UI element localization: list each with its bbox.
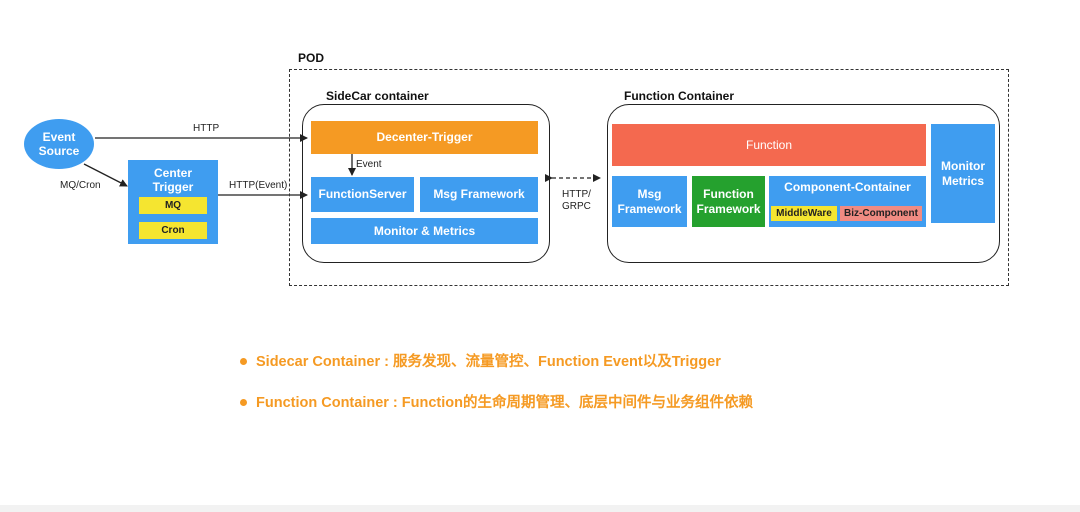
http-grpc-line-2: GRPC	[562, 201, 591, 212]
cron-block: Cron	[139, 222, 207, 239]
pod-box	[289, 69, 1009, 286]
function-monitor-metrics-block: Monitor Metrics	[931, 124, 995, 223]
bullet-item-function: Function Container : Function的生命周期管理、底层中…	[238, 393, 753, 413]
component-container-block: Component-Container MiddleWare Biz-Compo…	[769, 176, 926, 227]
function-container-box	[607, 104, 1000, 263]
sidecar-msg-framework-block: Msg Framework	[420, 177, 538, 212]
bottom-strip	[0, 505, 1080, 512]
bullet-text-function: Function Container : Function的生命周期管理、底层中…	[256, 395, 753, 411]
pod-label: POD	[298, 51, 325, 65]
center-trigger-block: Center Trigger MQ Cron	[128, 160, 218, 244]
bullet-dot-icon	[240, 399, 247, 406]
sidecar-container-box	[302, 104, 550, 263]
event-source-line-1: Event	[42, 130, 76, 144]
function-framework-line-2: Framework	[696, 201, 761, 216]
mq-cron-arrow	[83, 163, 128, 187]
function-monitor-metrics-line-2: Metrics	[941, 173, 985, 188]
center-trigger-title-line-1: Center	[153, 166, 192, 180]
function-server-block: FunctionServer	[311, 177, 414, 212]
http-event-label: HTTP(Event)	[229, 180, 288, 191]
function-msg-framework-block: Msg Framework	[612, 176, 687, 227]
function-monitor-metrics-line-1: Monitor	[941, 158, 985, 173]
http-label: HTTP	[193, 123, 220, 134]
http-grpc-label: HTTP/ GRPC	[562, 189, 591, 213]
function-msg-framework-line-1: Msg	[637, 186, 662, 201]
biz-component-block: Biz-Component	[840, 206, 922, 221]
event-source-node: Event Source	[24, 119, 94, 169]
center-trigger-title: Center Trigger	[128, 166, 218, 194]
decenter-trigger-block: Decenter-Trigger	[311, 121, 538, 154]
sidecar-title: SideCar container	[326, 89, 429, 103]
middleware-block: MiddleWare	[771, 206, 837, 221]
bullet-text-sidecar: Sidecar Container : 服务发现、流量管控、Function E…	[256, 354, 721, 370]
component-container-title: Component-Container	[784, 179, 911, 194]
function-container-title: Function Container	[624, 89, 734, 103]
sidecar-monitor-metrics-block: Monitor & Metrics	[311, 218, 538, 244]
event-source-line-2: Source	[38, 144, 80, 158]
function-framework-line-1: Function	[703, 186, 754, 201]
event-label: Event	[356, 159, 382, 170]
mq-cron-label: MQ/Cron	[60, 180, 101, 191]
function-framework-block: Function Framework	[692, 176, 765, 227]
center-trigger-title-line-2: Trigger	[152, 180, 194, 194]
function-msg-framework-line-2: Framework	[617, 201, 682, 216]
mq-block: MQ	[139, 197, 207, 214]
bullet-item-sidecar: Sidecar Container : 服务发现、流量管控、Function E…	[238, 352, 753, 372]
function-block: Function	[612, 124, 926, 166]
http-grpc-line-1: HTTP/	[562, 189, 591, 200]
bullet-list: Sidecar Container : 服务发现、流量管控、Function E…	[238, 352, 753, 413]
bullet-dot-icon	[240, 358, 247, 365]
